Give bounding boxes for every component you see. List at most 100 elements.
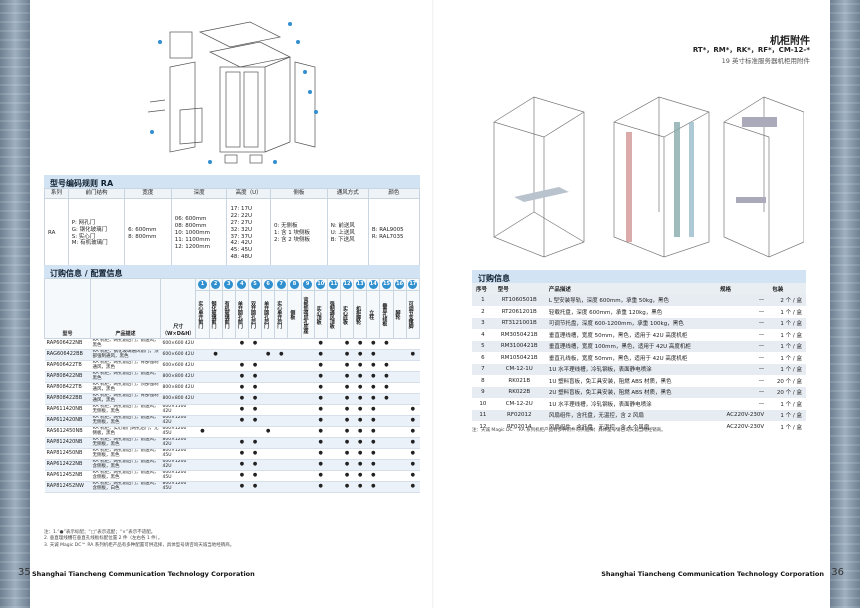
- page-title: 机柜附件: [770, 36, 810, 47]
- feature-number-header: 12: [339, 278, 355, 291]
- feature-name-header: 强制通风顶板: [326, 290, 341, 339]
- row-mark: [393, 470, 407, 482]
- row-mark: ●: [314, 360, 328, 372]
- row-mark: [327, 437, 341, 449]
- feature-number-header: 17: [405, 278, 421, 291]
- row-mark: [195, 371, 210, 383]
- row-mark: ●: [366, 360, 380, 372]
- acc-desc: 1U 水平理线槽，冷轧钢板，表面静电喷涂: [544, 363, 717, 375]
- code-option: 2: 含 2 块侧板: [273, 236, 311, 243]
- row-mark: ●: [340, 448, 354, 460]
- row-mark: ●: [366, 426, 380, 438]
- row-mark: ●: [248, 415, 262, 427]
- feature-name-header: 单开网孔后门: [261, 290, 276, 339]
- row-mark: [209, 437, 223, 449]
- row-mark: ●: [366, 393, 380, 405]
- acc-pack: 1 个 / 盒: [780, 355, 802, 362]
- feature-name-header: 立柱: [366, 290, 381, 339]
- row-mark: [222, 448, 236, 460]
- acc-desc: 垂直理线槽，宽度 100mm，黑色，适用于 42U 高度机柜: [544, 340, 717, 352]
- acc-index: 1: [472, 294, 494, 306]
- code-option: 08: 800mm: [174, 223, 207, 230]
- row-mark: ●: [274, 349, 288, 361]
- row-mark: [301, 338, 315, 350]
- row-mark: [222, 393, 236, 405]
- feature-number-header: 11: [326, 278, 341, 291]
- order-notes: 注：1.“●”表示标配；“□”表示选配；“×”表示不适配。 2. 垂直理线槽在垂…: [44, 530, 424, 549]
- row-model: RAP606422TB: [44, 360, 91, 372]
- row-mark: [393, 448, 407, 460]
- feature-name-header: 垂直孔线板: [379, 290, 394, 339]
- acc-desc: 风扇组件，含托盘，无温控，含 4 个风扇: [548, 424, 650, 431]
- feature-number-badge: 16: [395, 280, 405, 289]
- row-mark: [327, 371, 341, 383]
- feature-number-badge: 6: [263, 280, 273, 289]
- row-mark: ●: [353, 349, 367, 361]
- row-model: RAP808422TB: [44, 382, 91, 394]
- acc-spec: —: [716, 340, 769, 352]
- code-option: R: RAL7035: [371, 233, 404, 240]
- page-number-right: 36: [831, 567, 844, 578]
- acc-desc: L 型安装导轨，深度 600mm，承重 50kg，黑色: [544, 294, 717, 306]
- row-mark: [301, 393, 315, 405]
- row-mark: [287, 360, 302, 372]
- feature-name: 可调节支撑脚: [407, 301, 414, 328]
- row-mark: [327, 481, 341, 493]
- row-mark: [274, 338, 288, 350]
- row-mark: [195, 481, 210, 493]
- row-mark: ●: [406, 349, 420, 361]
- row-mark: ●: [353, 371, 367, 383]
- row-mark: [274, 382, 288, 394]
- acc-pack: 1 个 / 盒: [780, 424, 802, 431]
- code-option: P: 网孔门: [71, 219, 96, 226]
- acc-spec: —: [758, 400, 765, 407]
- row-mark: [406, 360, 420, 372]
- row-mark: [209, 404, 223, 416]
- row-mark: ●: [366, 404, 380, 416]
- row-mark: ●: [235, 437, 249, 449]
- row-mark: [274, 470, 288, 482]
- row-desc: RA 机柜，网孔前后门，前送风，黑色: [90, 338, 161, 350]
- row-mark: ●: [314, 470, 328, 482]
- row-mark: ●: [406, 415, 420, 427]
- acc-pack: 2 个 / 盒: [768, 294, 806, 306]
- row-mark: ●: [353, 426, 367, 438]
- feature-name: 垂直孔线板: [381, 303, 388, 326]
- row-mark: [287, 415, 302, 427]
- row-mark: [261, 360, 275, 372]
- row-mark: ●: [366, 459, 380, 471]
- row-mark: [301, 404, 315, 416]
- row-mark: [393, 404, 407, 416]
- col-desc: 产品描述: [90, 278, 161, 339]
- row-mark: [222, 382, 236, 394]
- row-mark: [261, 338, 275, 350]
- row-mark: [209, 481, 223, 493]
- feature-number-badge: 8: [289, 280, 299, 289]
- row-mark: [406, 393, 420, 405]
- row-mark: [195, 393, 210, 405]
- feature-number-header: 10: [313, 278, 328, 291]
- row-mark: [301, 470, 315, 482]
- row-mark: [209, 470, 223, 482]
- code-option: RA: [48, 230, 56, 237]
- row-desc: RA 机柜，实心前门网孔后门，无侧板，黑色: [90, 426, 161, 438]
- acc-spec: —: [758, 331, 765, 338]
- row-mark: ●: [248, 437, 262, 449]
- row-mark: [274, 459, 288, 471]
- row-mark: ●: [353, 338, 367, 350]
- feature-name: 单开网孔后门: [263, 301, 270, 328]
- feature-number-badge: 1: [197, 280, 207, 289]
- row-mark: [222, 470, 236, 482]
- acc-spec: —: [716, 317, 769, 329]
- code-option: 0: 无侧板: [273, 223, 298, 230]
- row-desc: RA 机柜，网孔前后门，背部强制通风，黑色: [90, 393, 161, 405]
- code-option: 11: 1100mm: [174, 236, 211, 243]
